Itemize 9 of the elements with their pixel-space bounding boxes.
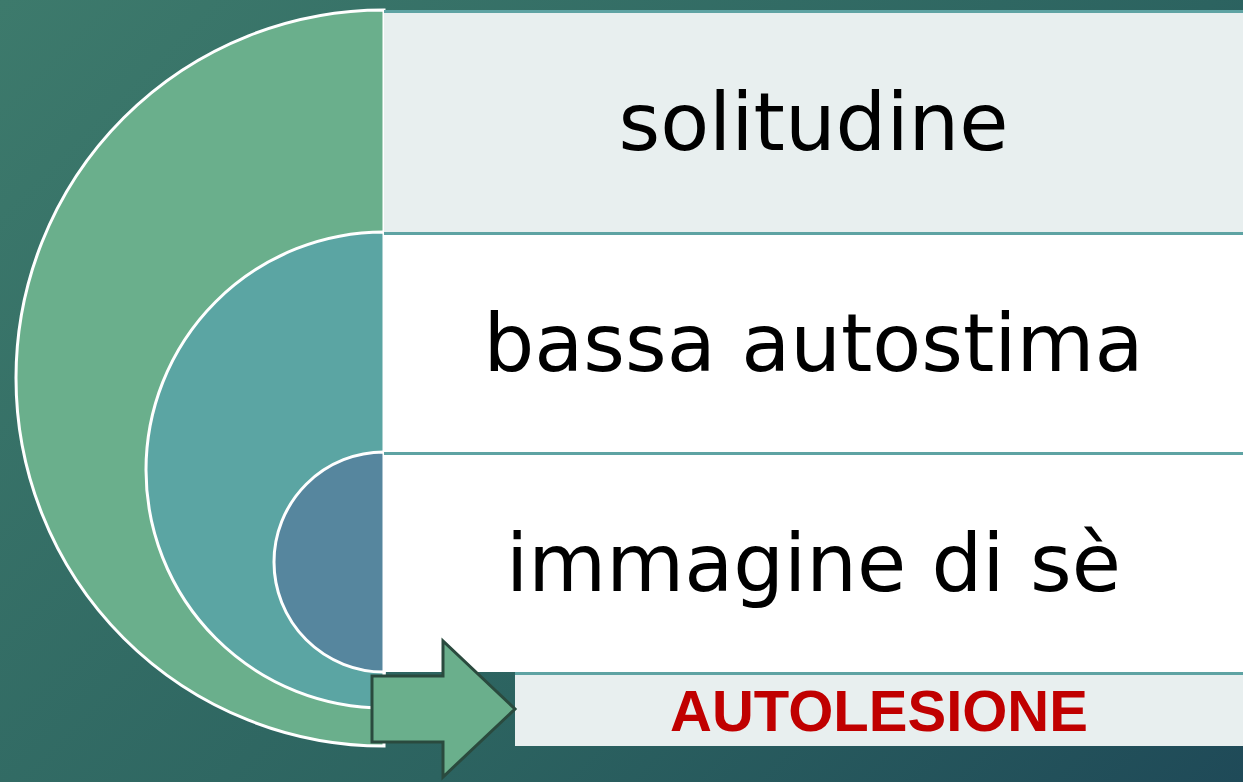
band-label: solitudine [618,76,1009,169]
band-label: immagine di sè [506,517,1121,610]
text-band [384,232,1243,452]
text-band [384,10,1243,232]
text-band [384,452,1243,672]
text-band [515,672,1243,746]
block-arrow [370,637,518,781]
result-label: AUTOLESIONE [670,677,1088,744]
band-label: bassa autostima [483,297,1144,390]
